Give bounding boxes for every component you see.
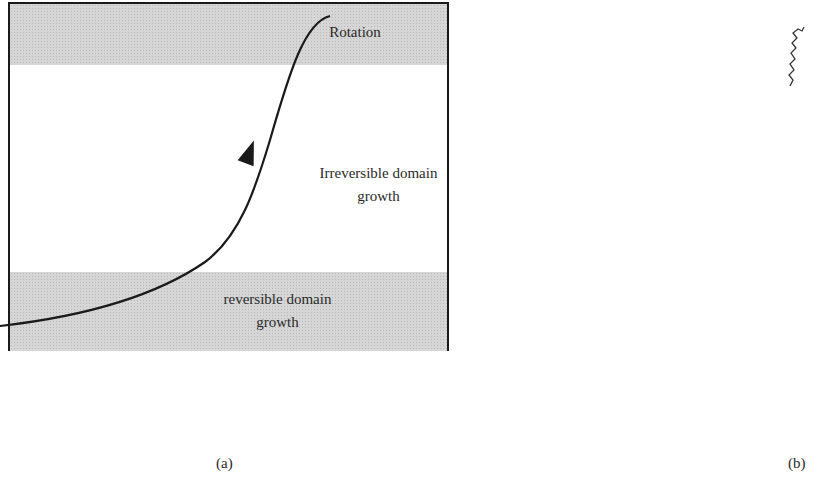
magnetization-curve (0, 16, 330, 326)
panel-label: (a) (216, 455, 233, 472)
curve-arrowhead (237, 138, 260, 166)
region-label: Irreversible domain growth (316, 162, 441, 209)
region-label: reversible domain growth (220, 288, 335, 335)
region-band: reversible domain growth (10, 272, 447, 351)
region-label: Rotation (310, 21, 400, 44)
graph-frame: RotationIrreversible domain growth revers… (8, 2, 449, 351)
panel-label: (b) (788, 455, 806, 472)
region-band: Rotation (10, 4, 447, 65)
region-band: Irreversible domain growth (10, 65, 447, 272)
jump-trace (789, 27, 804, 86)
